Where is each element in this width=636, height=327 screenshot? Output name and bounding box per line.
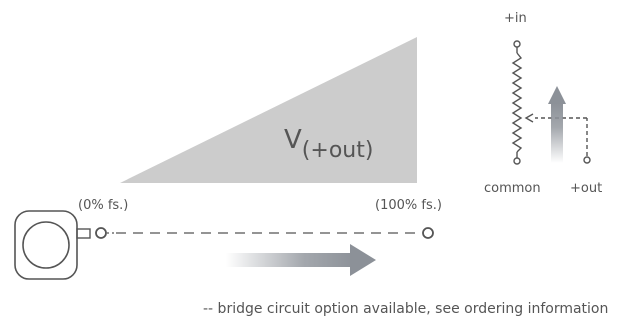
output-voltage-symbol: V bbox=[284, 125, 302, 155]
sensor-housing-icon bbox=[14, 210, 91, 280]
plus-out-label: +out bbox=[570, 181, 603, 196]
output-voltage-subscript: (+out) bbox=[301, 138, 374, 163]
output-voltage-wedge bbox=[120, 37, 417, 183]
end-position-label: (100% fs.) bbox=[375, 198, 442, 213]
end-terminal bbox=[422, 227, 434, 239]
travel-line bbox=[95, 227, 434, 239]
start-terminal bbox=[95, 227, 107, 239]
footnote: -- bridge circuit option available, see … bbox=[203, 301, 609, 317]
potentiometer-symbol-icon bbox=[511, 40, 591, 165]
plus-in-label: +in bbox=[504, 11, 527, 26]
common-label: common bbox=[484, 181, 541, 196]
output-voltage-label: V(+out) bbox=[284, 125, 373, 162]
wiper-direction-arrow bbox=[548, 86, 566, 163]
start-position-label: (0% fs.) bbox=[78, 198, 129, 213]
motion-arrow bbox=[226, 244, 376, 276]
